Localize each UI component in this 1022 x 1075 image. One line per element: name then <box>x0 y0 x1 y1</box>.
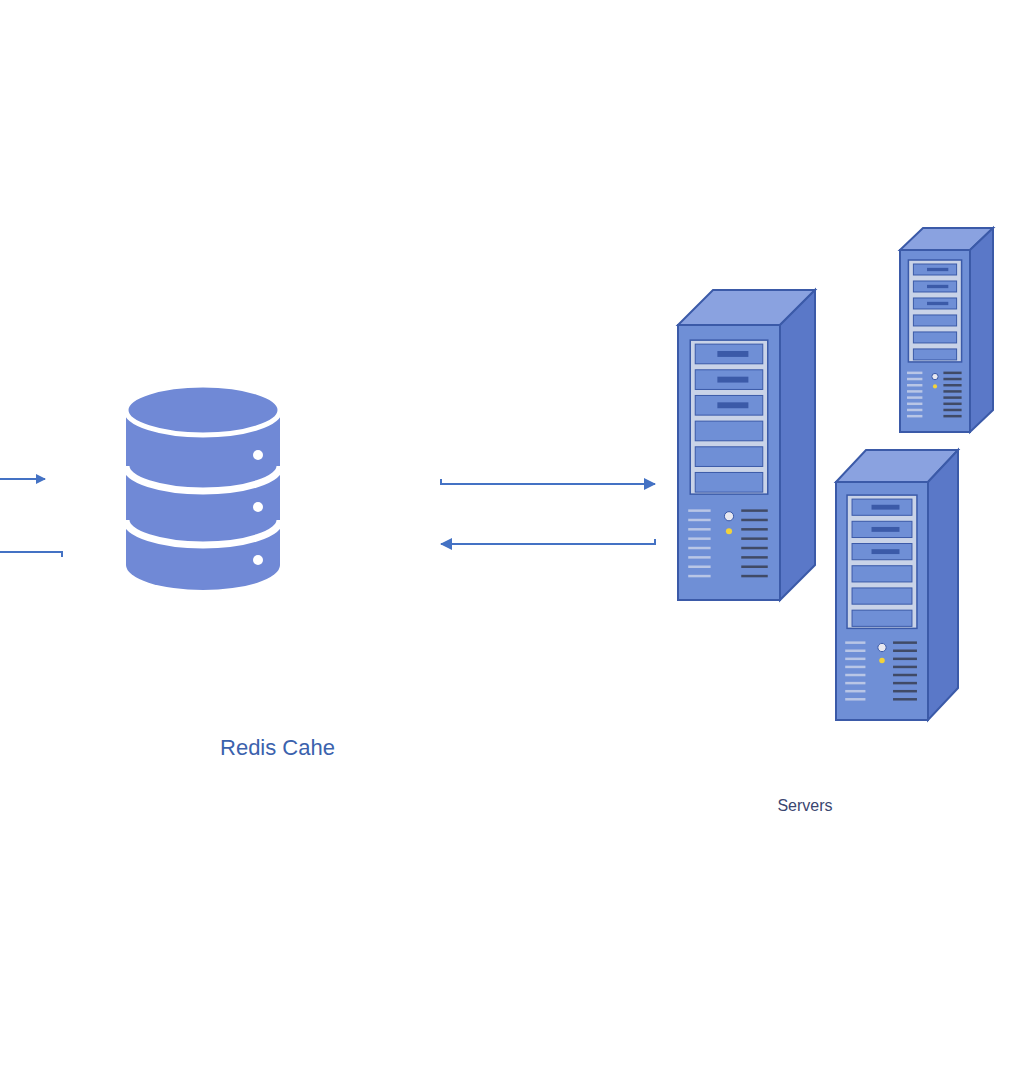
flow-arrow <box>441 479 655 484</box>
node-label: Redis Cahe <box>120 735 435 761</box>
cylinder-icon <box>120 380 375 600</box>
client-request-arrow <box>0 478 45 480</box>
server-towers <box>655 225 1000 825</box>
cache-cylinder: Redis Cahe <box>120 380 441 780</box>
node-label: Servers <box>705 797 905 815</box>
server-group: Servers <box>655 225 1000 825</box>
flow-arrow <box>441 539 655 544</box>
client-response-line <box>0 552 62 557</box>
